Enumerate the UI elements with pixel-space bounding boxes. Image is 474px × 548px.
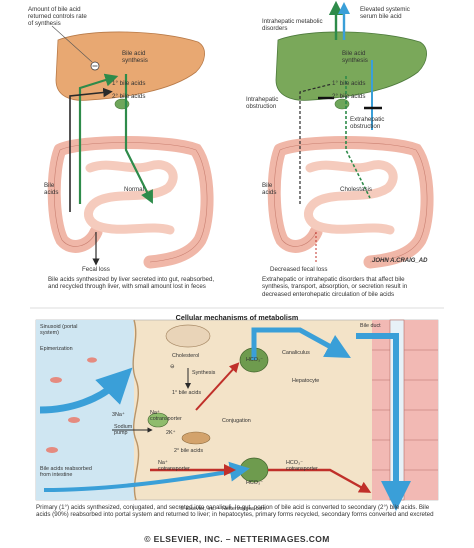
artist-signature: JOHN A.CRAIG_AD	[372, 258, 428, 264]
watermark-label: © Elsevier, Inc. – Netterimages.com	[180, 506, 266, 512]
cholestasis-panel	[267, 0, 434, 269]
normal-panel-label: Normal	[124, 186, 144, 193]
mitochondrion	[181, 431, 211, 445]
copyright-footer: © ELSEVIER, INC. – NETTERIMAGES.COM	[144, 534, 330, 544]
canaliculus-label: Canaliculus	[282, 350, 310, 356]
extrahepatic-obstruction-label: Extrahepatic obstruction	[350, 116, 385, 130]
cellular-caption: Primary (1°) acids synthesized, conjugat…	[36, 504, 434, 519]
primary-label-cell: 1° bile acids	[172, 390, 202, 396]
normal-caption: Bile acids synthesized by liver secreted…	[48, 276, 215, 291]
sinusoid-label: Sinusoid (portal system)	[40, 324, 78, 337]
hco3-cotransporter-label: HCO₃⁻ cotransporter	[286, 460, 318, 473]
canalicular-blue-arrow	[251, 327, 351, 360]
hepatocyte-label: Hepatocyte	[292, 378, 320, 384]
secondary-label-cell: 2° bile acids	[174, 448, 204, 454]
red-arrow-duct	[268, 468, 372, 493]
amount-label: Amount of bile acid returned controls ra…	[28, 6, 87, 27]
small-intestine-normal	[84, 160, 178, 235]
synthesis-label-cholestasis: Bile acid synthesis	[342, 50, 368, 64]
cellular-panel	[35, 319, 439, 511]
secondary-bile-acid-arrow	[69, 87, 113, 212]
sodium-pump-label: Sodium pump	[114, 424, 133, 437]
secondary-label-normal: 2° bile acids	[112, 93, 146, 100]
liver-normal	[55, 31, 205, 101]
normal-panel	[47, 25, 214, 269]
cholestasis-caption: Extrahepatic or intrahepatic disorders t…	[262, 276, 408, 298]
fecal-loss-label: Fecal loss	[82, 266, 110, 273]
transport-vesicle	[147, 412, 169, 428]
intrahepatic-obstruction-label: Intrahepatic obstruction	[246, 96, 279, 110]
nucleus	[165, 324, 211, 348]
cholestasis-panel-label: Cholestasis	[340, 186, 372, 193]
cellular-title: Cellular mechanisms of metabolism	[175, 313, 299, 322]
cholesterol-label: Cholesterol	[172, 353, 200, 359]
elevated-serum-label: Elevated systemic serum bile acid	[360, 6, 410, 20]
intrahepatic-disorders-label: Intrahepatic metabolic disorders	[262, 18, 323, 32]
primary-label-cholestasis: 1° bile acids	[332, 80, 366, 87]
na-cotransporter-2-label: Na⁺ cotransporter	[158, 460, 190, 473]
decreased-fecal-label: Decreased fecal loss	[270, 266, 328, 273]
liver-cholestasis	[275, 31, 427, 101]
conjugation-label: Conjugation	[222, 418, 251, 424]
reduced-return-arrow	[299, 83, 333, 204]
reabsorbed-label: Bile acids reabsorbed from intestine	[40, 466, 92, 479]
na-cotransporter-1-label: Na⁺ cotransporter	[150, 410, 182, 423]
sinusoid-blue-arrow	[39, 367, 133, 414]
canaliculus-structure-2	[239, 457, 269, 483]
k2-label: 2K⁺	[166, 430, 176, 436]
epimerization-label: Epimerization	[40, 346, 73, 352]
na3-label: 3Na⁺	[112, 412, 125, 418]
gallbladder-cholestasis	[334, 98, 350, 110]
bile-duct-label: Bile duct	[360, 323, 381, 329]
lower-blue-arrow	[43, 461, 250, 492]
hco3-bottom-label: HCO₃⁻	[246, 480, 264, 486]
hco3-top-label: HCO₃⁻	[246, 357, 264, 363]
bile-acids-label-cholestasis: Bile acids	[262, 182, 277, 196]
portal-return-arrow	[78, 73, 119, 204]
hepatocyte-membrane	[132, 319, 140, 501]
bile-acids-label-normal: Bile acids	[44, 182, 59, 196]
primary-label-normal: 1° bile acids	[112, 80, 146, 87]
secondary-label-cholestasis: 2° bile acids	[332, 93, 366, 100]
synthesis-label-normal: Bile acid synthesis	[122, 50, 148, 64]
primary-bile-acid-arrow	[124, 74, 153, 204]
red-arrow-conjugation	[195, 362, 240, 411]
duct-blue-arrow	[356, 333, 411, 511]
small-intestine-cholestasis	[304, 160, 398, 235]
synthesis-label-cell: Synthesis	[192, 370, 216, 376]
minus-label: ⊖	[170, 364, 175, 370]
